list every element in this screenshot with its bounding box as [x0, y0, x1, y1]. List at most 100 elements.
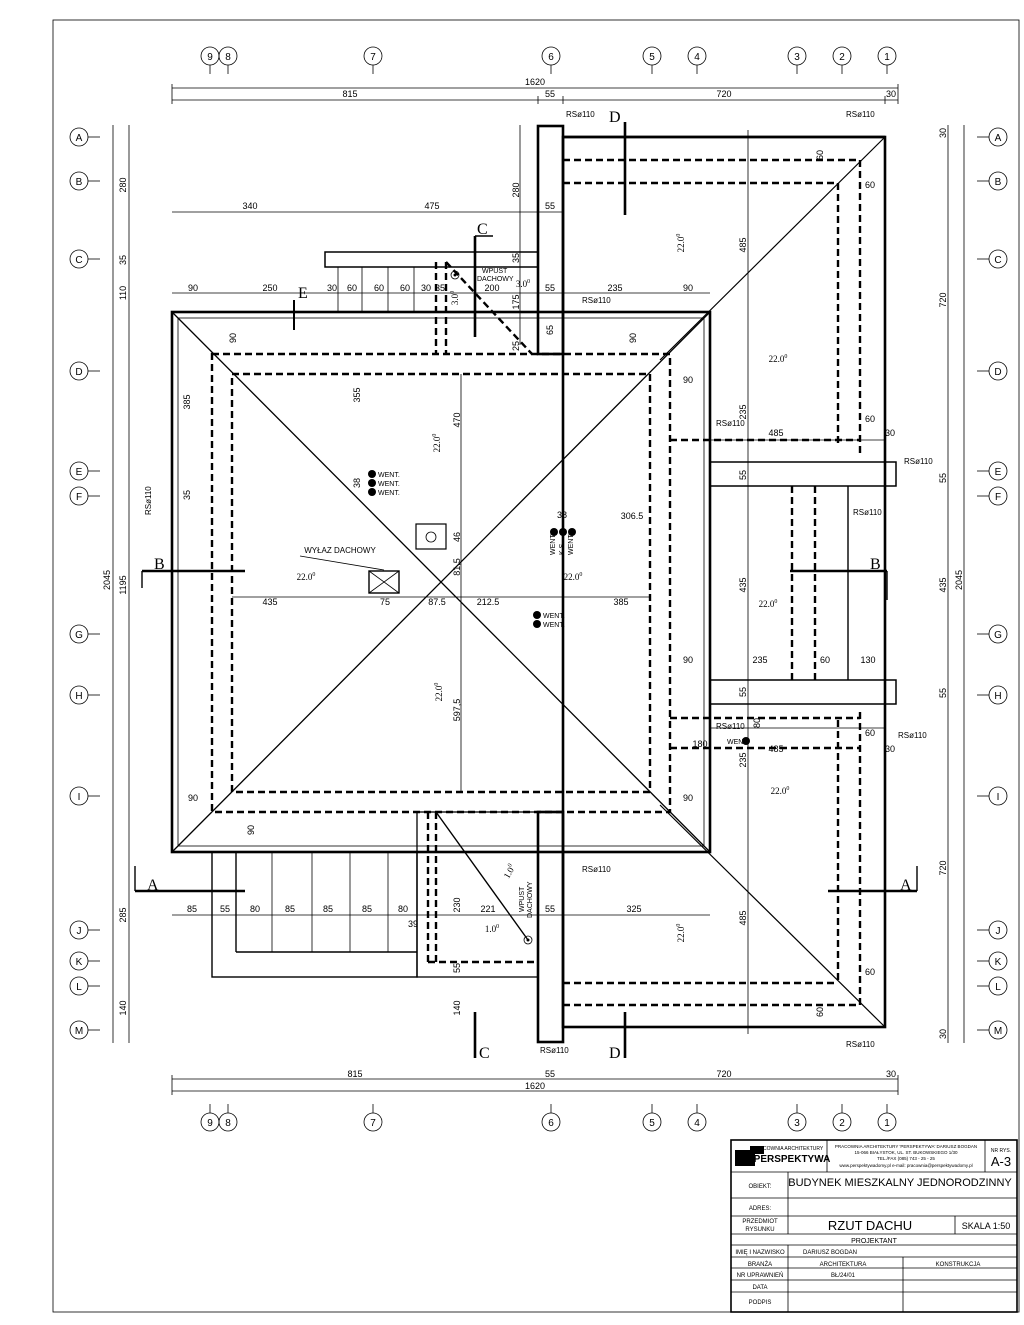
- slope-label: 3.00: [516, 279, 530, 289]
- svg-text:30: 30: [886, 1069, 896, 1079]
- svg-text:E: E: [995, 467, 1002, 478]
- svg-text:35: 35: [182, 490, 192, 500]
- svg-text:2045: 2045: [102, 570, 112, 590]
- svg-text:720: 720: [938, 860, 948, 875]
- svg-text:90: 90: [228, 333, 238, 343]
- svg-text:55: 55: [938, 473, 948, 483]
- grid-bottom: 9 8 7 6 5 4 3 2 1: [200, 1104, 897, 1132]
- svg-text:WYŁAZ DACHOWY: WYŁAZ DACHOWY: [304, 546, 376, 555]
- svg-text:RSø110: RSø110: [582, 865, 611, 874]
- svg-text:K: K: [76, 957, 83, 968]
- svg-text:81,5: 81,5: [452, 558, 462, 576]
- svg-text:720: 720: [716, 1069, 731, 1079]
- grid-bubble-6: 6: [541, 1104, 561, 1132]
- svg-text:85: 85: [187, 904, 197, 914]
- svg-text:2045: 2045: [954, 570, 964, 590]
- svg-text:720: 720: [716, 89, 731, 99]
- svg-text:60: 60: [374, 283, 384, 293]
- svg-text:90: 90: [188, 793, 198, 803]
- svg-text:NR RYS.: NR RYS.: [991, 1148, 1011, 1154]
- svg-text:WENT.: WENT.: [378, 481, 400, 488]
- svg-text:60: 60: [815, 1007, 825, 1017]
- svg-text:221: 221: [480, 904, 495, 914]
- svg-text:235: 235: [752, 655, 767, 665]
- svg-text:140: 140: [452, 1000, 462, 1015]
- svg-text:PERSPEKTYWA: PERSPEKTYWA: [754, 1154, 831, 1165]
- svg-text:PRZEDMIOT: PRZEDMIOT: [742, 1219, 778, 1225]
- svg-text:35: 35: [511, 253, 521, 263]
- svg-text:55: 55: [545, 904, 555, 914]
- svg-text:55: 55: [545, 283, 555, 293]
- svg-text:200: 200: [484, 283, 499, 293]
- svg-text:F: F: [76, 492, 82, 503]
- svg-text:46: 46: [452, 532, 462, 542]
- svg-text:60: 60: [815, 150, 825, 160]
- dimension-bottom-row: 85 55 80 85 85 85 80 230 221 55 325 39: [172, 897, 710, 929]
- grid-bubble-8: 8: [218, 46, 238, 74]
- svg-text:RSø110: RSø110: [566, 110, 595, 119]
- svg-text:485: 485: [768, 744, 783, 754]
- svg-text:30: 30: [938, 128, 948, 138]
- grid-bubble-9: 9: [200, 1104, 220, 1132]
- slope-label: 22.00: [297, 572, 316, 582]
- grid-bubble-7: 7: [363, 1104, 383, 1132]
- svg-text:ADRES:: ADRES:: [749, 1206, 772, 1212]
- slope-label: 1.00: [485, 924, 499, 934]
- grid-row-D: D: [977, 361, 1008, 381]
- svg-text:110: 110: [118, 286, 128, 300]
- svg-text:60: 60: [865, 414, 875, 424]
- svg-text:PROJEKTANT: PROJEKTANT: [851, 1238, 897, 1245]
- svg-text:WENT.: WENT.: [568, 533, 575, 555]
- svg-text:90: 90: [683, 375, 693, 385]
- svg-text:60: 60: [347, 283, 357, 293]
- svg-text:1: 1: [884, 52, 890, 63]
- grid-row-L: L: [977, 976, 1008, 996]
- entrance-canopy-bottom: [211, 811, 539, 978]
- svg-text:C: C: [994, 255, 1001, 266]
- svg-text:385: 385: [182, 394, 192, 409]
- svg-text:55: 55: [545, 201, 555, 211]
- svg-text:J: J: [996, 926, 1001, 937]
- grid-bubble-6: 6: [541, 46, 561, 74]
- svg-text:C: C: [477, 221, 488, 238]
- svg-text:D: D: [994, 367, 1001, 378]
- grid-rows-right: A B C D E F G H I J K L M: [977, 127, 1008, 1040]
- svg-text:485: 485: [738, 910, 748, 925]
- svg-text:D: D: [609, 1045, 621, 1062]
- svg-text:90: 90: [188, 283, 198, 293]
- svg-text:90: 90: [683, 283, 693, 293]
- svg-text:325: 325: [626, 904, 641, 914]
- grid-row-A: A: [69, 127, 100, 147]
- svg-text:B: B: [870, 556, 881, 573]
- svg-text:130: 130: [860, 655, 875, 665]
- svg-text:WENT.: WENT.: [543, 622, 565, 629]
- svg-text:8: 8: [225, 52, 231, 63]
- svg-text:I: I: [78, 792, 81, 803]
- slope-label: 22.00: [564, 572, 583, 582]
- svg-text:RSø110: RSø110: [898, 731, 927, 740]
- svg-text:60: 60: [820, 655, 830, 665]
- grid-row-E: E: [69, 461, 100, 481]
- slope-label: 22.00: [759, 599, 778, 609]
- grid-bubble-5: 5: [642, 46, 662, 74]
- svg-text:25: 25: [511, 341, 521, 351]
- svg-text:80: 80: [752, 718, 762, 728]
- sheet-border: [52, 19, 1020, 1313]
- svg-text:60: 60: [865, 967, 875, 977]
- svg-text:9: 9: [207, 1118, 213, 1129]
- dimension-bottom: 815 55 720 30 1620: [171, 1069, 899, 1095]
- svg-text:G: G: [75, 630, 83, 641]
- grid-row-J: J: [69, 920, 100, 940]
- svg-text:60: 60: [400, 283, 410, 293]
- svg-text:9: 9: [207, 52, 213, 63]
- svg-text:WENT.: WENT.: [378, 490, 400, 497]
- svg-text:DACHOWY: DACHOWY: [477, 276, 514, 283]
- svg-text:340: 340: [242, 201, 257, 211]
- grid-row-I: I: [69, 786, 100, 806]
- svg-text:1195: 1195: [118, 575, 128, 594]
- svg-text:DATA: DATA: [752, 1285, 767, 1291]
- inner-dimensions: 280 35 175 25 65 355 470 385 35 38 46 81…: [182, 150, 895, 1017]
- svg-text:85: 85: [285, 904, 295, 914]
- dimension-row-e: 90 250 30 60 60 60 30 35 200 55 235 90: [172, 283, 710, 294]
- svg-text:38: 38: [557, 510, 567, 520]
